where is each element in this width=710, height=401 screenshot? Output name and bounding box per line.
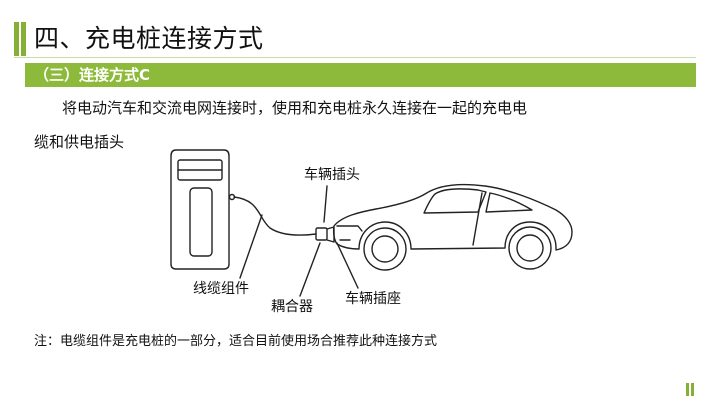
leader-vehicle-socket (336, 242, 359, 289)
label-vehicle-plug: 车辆插头 (304, 167, 360, 183)
leader-cable-assembly (239, 214, 263, 279)
section-title: （三）连接方式C (34, 66, 151, 84)
leader-vehicle-plug (323, 185, 328, 223)
footnote: 注：电缆组件是充电桩的一部分，适合目前使用场合推荐此种连接方式 (34, 334, 438, 349)
label-cable-assembly: 线缆组件 (193, 281, 249, 297)
title-accent-bar-secondary (21, 22, 26, 56)
label-vehicle-socket: 车辆插座 (345, 291, 401, 307)
corner-decoration (686, 383, 689, 396)
corner-decoration (691, 383, 694, 396)
title-divider (14, 57, 696, 58)
leader-coupler (299, 242, 321, 297)
description-line-2: 缆和供电插头 (34, 133, 125, 151)
car-illustration (332, 183, 573, 271)
charging-cable (233, 196, 317, 236)
vehicle-plug-illustration (315, 226, 335, 243)
title-accent-bar (14, 22, 19, 56)
page-title: 四、充电桩连接方式 (34, 24, 264, 53)
section-header-bar (25, 63, 696, 87)
label-coupler: 耦合器 (271, 299, 313, 315)
description-line-1: 将电动汽车和交流电网连接时，使用和充电桩永久连接在一起的充电电 (62, 99, 528, 117)
charging-station-illustration (170, 149, 236, 270)
